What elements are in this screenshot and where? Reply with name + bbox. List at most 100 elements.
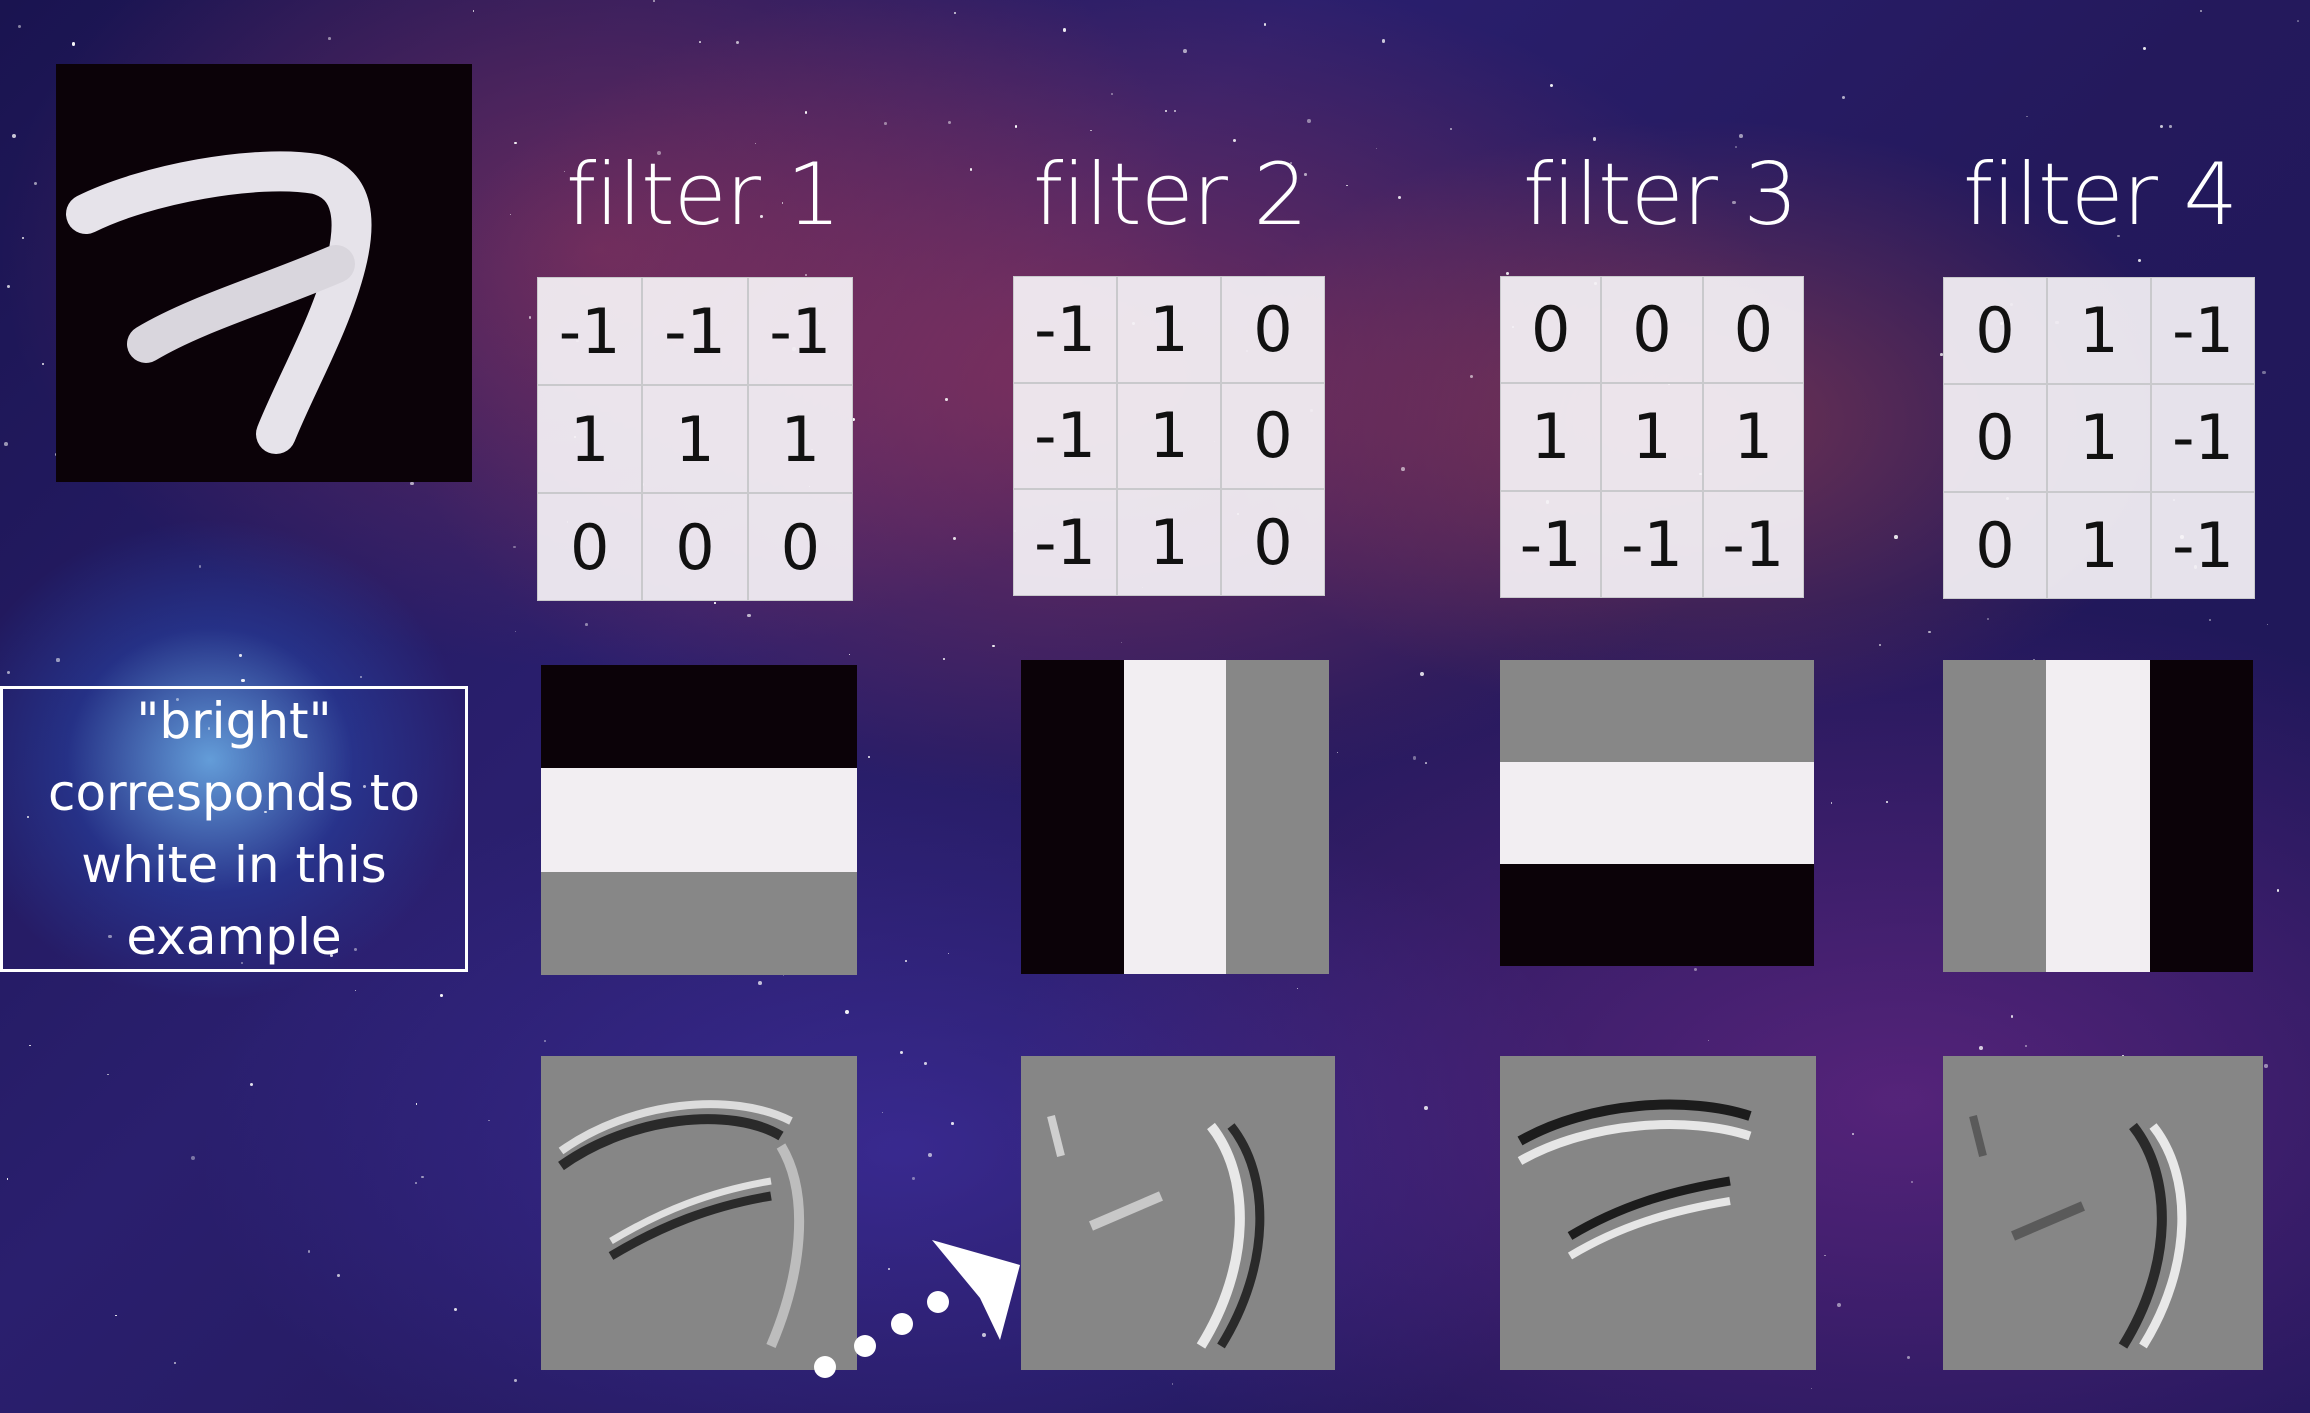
filter-1-output-image (541, 1056, 857, 1370)
star-dot (2169, 125, 2172, 128)
star-dot (1549, 83, 1554, 87)
star-dot (249, 1082, 253, 1086)
star-dot (1183, 49, 1188, 54)
star-dot (21, 236, 24, 239)
star-dot (1420, 671, 1425, 676)
star-dot (1470, 375, 1474, 379)
star-dot (208, 727, 211, 730)
star-dot (1841, 95, 1846, 100)
star-dot (363, 784, 367, 788)
star-dot (883, 121, 887, 125)
filter-4-output-image (1943, 1056, 2263, 1370)
star-dot (1296, 988, 1298, 990)
star-dot (2276, 889, 2280, 892)
star-dot (1346, 184, 1349, 187)
star-dot (1263, 23, 1267, 26)
star-dot (1110, 93, 1113, 95)
star-dot (108, 934, 113, 939)
matrix-cell: 0 (537, 493, 643, 601)
star-dot (2296, 19, 2299, 22)
matrix-cell: 0 (1601, 276, 1703, 384)
star-dot (782, 974, 784, 976)
star-dot (6, 285, 10, 289)
star-dot (513, 546, 516, 549)
star-dot (71, 42, 76, 46)
star-dot (2160, 125, 2163, 129)
filter-3-output-image (1500, 1056, 1816, 1370)
star-dot (1450, 128, 1453, 131)
matrix-cell: 0 (1221, 489, 1325, 596)
star-dot (2264, 1064, 2268, 1068)
filter-3-title: filter 3 (1522, 145, 1798, 245)
star-dot (1693, 967, 1698, 972)
star-dot (585, 623, 589, 626)
filter-2-pattern (1021, 660, 1329, 974)
filter-3-pattern (1500, 660, 1814, 966)
filter-1-matrix: -1 -1 -1 1 1 1 0 0 0 (537, 277, 853, 601)
star-dot (759, 215, 763, 218)
star-dot (992, 644, 996, 648)
star-dot (239, 654, 242, 657)
matrix-cell: 1 (1702, 383, 1804, 491)
matrix-cell: 1 (642, 385, 748, 493)
matrix-cell: 1 (1117, 489, 1221, 596)
star-dot (735, 40, 740, 44)
star-dot (2024, 1045, 2027, 1048)
star-dot (2142, 47, 2147, 51)
matrix-cell: 0 (1221, 382, 1325, 490)
star-dot (29, 1045, 31, 1047)
star-dot (2011, 1015, 2014, 1018)
star-dot (942, 657, 946, 661)
star-dot (714, 602, 716, 604)
star-dot (947, 120, 952, 124)
star-dot (17, 25, 21, 29)
star-dot (241, 678, 246, 683)
matrix-cell: -1 (642, 277, 748, 385)
star-dot (2266, 623, 2269, 626)
star-dot (805, 111, 808, 114)
filter-2-title: filter 2 (1032, 145, 1308, 245)
star-dot (1852, 1133, 1855, 1136)
matrix-cell: 0 (1943, 491, 2047, 599)
star-dot (513, 1378, 517, 1382)
star-dot (1090, 129, 1093, 132)
star-dot (953, 11, 957, 15)
star-dot (1375, 147, 1378, 150)
star-dot (805, 274, 808, 277)
star-dot (514, 141, 517, 145)
star-dot (656, 150, 661, 155)
star-dot (951, 1122, 954, 1125)
star-dot (652, 0, 655, 3)
star-dot (26, 815, 29, 819)
star-dot (923, 1062, 927, 1066)
star-dot (514, 630, 517, 632)
star-dot (4, 442, 9, 446)
star-dot (2199, 9, 2202, 12)
star-dot (888, 1268, 891, 1271)
star-dot (1592, 137, 1597, 141)
filter-4-pattern (1943, 660, 2253, 972)
matrix-cell: 0 (1500, 276, 1602, 384)
star-dot (2026, 116, 2028, 118)
matrix-cell: 1 (1117, 276, 1221, 383)
star-dot (1062, 27, 1067, 32)
matrix-cell: 0 (1221, 276, 1325, 383)
matrix-cell: -1 (1013, 382, 1117, 490)
matrix-cell: -1 (1013, 489, 1117, 596)
matrix-cell: -1 (2151, 491, 2255, 599)
star-dot (1412, 756, 1417, 760)
star-dot (1739, 134, 1743, 138)
star-dot (176, 697, 180, 701)
star-dot (754, 142, 757, 145)
star-dot (1014, 125, 1018, 128)
star-dot (1940, 353, 1944, 356)
matrix-cell: 1 (2047, 277, 2151, 385)
star-dot (1424, 1106, 1428, 1110)
star-dot (1811, 1387, 1813, 1389)
star-dot (453, 1307, 458, 1312)
star-dot (106, 1073, 109, 1076)
star-dot (528, 316, 532, 319)
matrix-cell: 0 (747, 493, 853, 601)
star-dot (1381, 39, 1386, 43)
bright-note-box: "bright" corresponds to white in this ex… (0, 686, 468, 972)
